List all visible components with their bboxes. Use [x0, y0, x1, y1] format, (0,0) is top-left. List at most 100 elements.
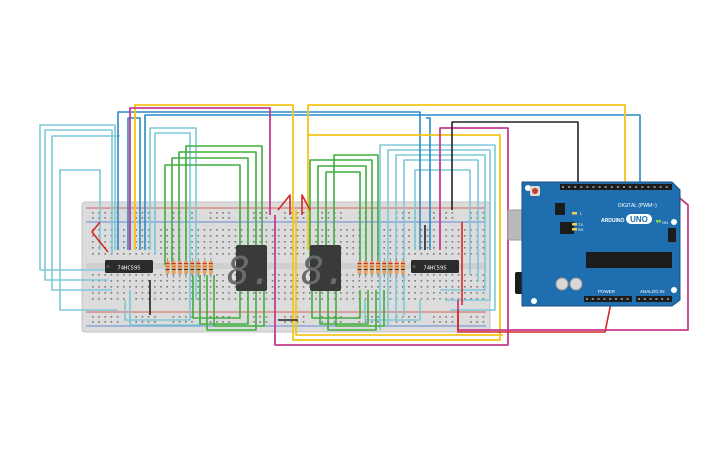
header-pin[interactable] — [580, 186, 583, 188]
resistor-band — [190, 266, 195, 267]
resistor[interactable] — [171, 261, 176, 274]
header-pin[interactable] — [586, 298, 588, 300]
hole — [445, 229, 447, 231]
hole — [116, 298, 119, 300]
resistor-band — [202, 263, 207, 264]
power-header[interactable] — [584, 296, 632, 302]
resistor[interactable] — [376, 261, 381, 274]
resistor-band — [177, 266, 182, 267]
header-pin[interactable] — [562, 186, 564, 188]
header-pin[interactable] — [591, 298, 594, 300]
hole — [135, 321, 137, 323]
header-pin[interactable] — [604, 186, 607, 188]
hole — [309, 286, 311, 288]
header-pin[interactable] — [610, 186, 613, 188]
hole — [185, 280, 187, 282]
hole — [358, 286, 361, 288]
hole — [433, 247, 435, 249]
wire-cyan — [403, 159, 479, 315]
hole — [420, 253, 423, 255]
shift-register-chip-left[interactable]: 74HC595 — [105, 260, 153, 273]
header-pin[interactable] — [655, 298, 658, 300]
hole — [222, 217, 224, 219]
resistor-array-left[interactable] — [165, 258, 213, 278]
resistor[interactable] — [400, 261, 405, 274]
header-pin[interactable] — [620, 298, 623, 300]
hole — [476, 298, 478, 300]
header-pin[interactable] — [609, 298, 612, 300]
header-pin[interactable] — [615, 298, 617, 300]
header-pin[interactable] — [616, 186, 619, 188]
header-pin[interactable] — [643, 298, 646, 300]
header-pin[interactable] — [641, 186, 644, 188]
resistor[interactable] — [388, 261, 393, 274]
header-pin[interactable] — [574, 186, 577, 188]
hole — [402, 280, 404, 282]
header-pin[interactable] — [603, 298, 606, 300]
header-pin[interactable] — [592, 186, 595, 188]
resistor-array-right[interactable] — [357, 258, 405, 278]
hole — [284, 274, 286, 276]
arduino-uno-board[interactable]: DIGITAL (PWM~) ARDUINO UNO POWER ANALOG … — [507, 181, 681, 307]
header-pin[interactable] — [597, 298, 600, 300]
header-pin[interactable] — [626, 298, 629, 300]
hole — [470, 217, 472, 219]
hole — [123, 247, 125, 249]
resistor[interactable] — [382, 261, 387, 274]
hole — [284, 212, 286, 214]
resistor[interactable] — [202, 261, 207, 274]
header-pin[interactable] — [667, 298, 669, 300]
hole — [271, 280, 274, 282]
resistor[interactable] — [184, 261, 189, 274]
hole — [141, 212, 144, 214]
header-pin[interactable] — [653, 186, 656, 188]
seven-segment-display-right[interactable]: 8. — [301, 245, 347, 293]
hole — [216, 321, 218, 323]
header-pin[interactable] — [638, 298, 640, 300]
hole — [470, 316, 472, 318]
header-pin[interactable] — [661, 298, 664, 300]
resistor[interactable] — [165, 261, 170, 274]
header-pin[interactable] — [623, 186, 625, 188]
header-pin[interactable] — [568, 186, 571, 188]
hole — [154, 316, 156, 318]
seven-segment-display-left[interactable]: 8. — [227, 245, 273, 293]
hole — [352, 229, 354, 231]
hole — [433, 235, 435, 237]
digital-header[interactable] — [560, 184, 672, 190]
header-pin[interactable] — [665, 186, 668, 188]
resistor[interactable] — [363, 261, 368, 274]
header-pin[interactable] — [598, 186, 601, 188]
resistor[interactable] — [369, 261, 374, 274]
mounting-hole — [671, 287, 677, 293]
hole — [414, 292, 416, 294]
resistor[interactable] — [208, 261, 213, 274]
hole — [340, 241, 342, 243]
resistor[interactable] — [357, 261, 362, 274]
hole — [346, 253, 348, 255]
wire-cyan — [124, 300, 191, 321]
hole — [160, 235, 162, 237]
hole — [315, 235, 317, 237]
header-pin[interactable] — [659, 186, 662, 188]
resistor[interactable] — [177, 261, 182, 274]
resistor-band — [363, 269, 368, 270]
header-pin[interactable] — [629, 186, 632, 188]
hole — [451, 280, 454, 282]
header-pin[interactable] — [635, 186, 638, 188]
resistor[interactable] — [394, 261, 399, 274]
resistor[interactable] — [196, 261, 201, 274]
shift-register-chip-right[interactable]: 74HC595 — [411, 260, 459, 273]
analog-header[interactable] — [636, 296, 672, 302]
hole — [377, 298, 379, 300]
header-pin[interactable] — [586, 186, 589, 188]
hole — [333, 321, 336, 323]
header-pin[interactable] — [647, 186, 650, 188]
hole — [172, 235, 175, 237]
hole — [98, 217, 100, 219]
hole — [284, 286, 286, 288]
hole — [321, 212, 323, 214]
header-pin[interactable] — [649, 298, 652, 300]
resistor[interactable] — [190, 261, 195, 274]
